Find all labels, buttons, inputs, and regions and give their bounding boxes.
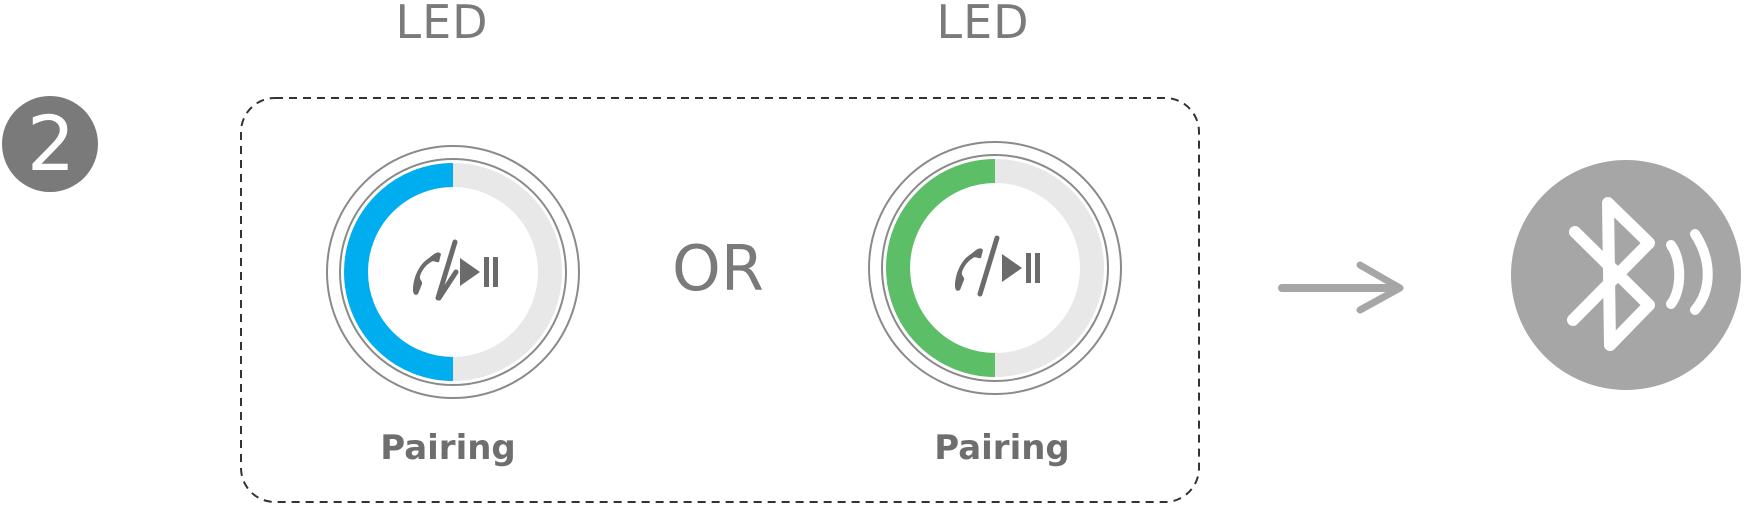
right-arrow-icon: [1278, 261, 1404, 314]
button-left: [326, 145, 580, 399]
or-label: OR: [672, 232, 764, 305]
step-number-badge: 2: [2, 96, 98, 192]
led-ring-green: [886, 159, 996, 377]
led-label-right: LED: [936, 0, 1030, 49]
step-number: 2: [27, 99, 75, 188]
pairing-label-right: Pairing: [934, 428, 1070, 468]
phone-play-pause-icon: [413, 239, 498, 301]
led-ring-blue: [344, 163, 454, 381]
led-label-left: LED: [395, 0, 489, 49]
pairing-label-left: Pairing: [380, 428, 516, 468]
options-frame: [240, 97, 1200, 503]
phone-play-pause-icon: [955, 235, 1040, 297]
button-right: [868, 141, 1122, 395]
bluetooth-broadcast-icon: [1511, 160, 1741, 390]
